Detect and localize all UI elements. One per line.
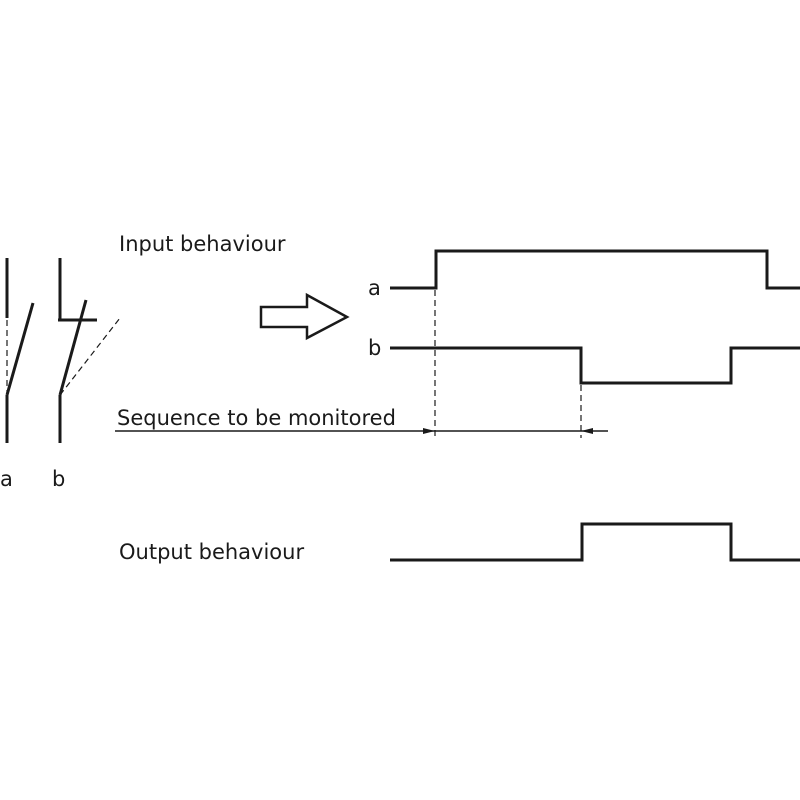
contact-b-symbol	[58, 258, 121, 443]
contact-b-label: b	[52, 467, 65, 491]
sequence-label: Sequence to be monitored	[117, 406, 396, 430]
contact-a-symbol	[5, 258, 35, 443]
contact-a-label: a	[0, 467, 13, 491]
output-behaviour-title: Output behaviour	[119, 540, 304, 564]
signal-b-label: b	[368, 336, 381, 360]
right-arrow-icon	[259, 292, 350, 341]
signal-a-label: a	[368, 276, 381, 300]
signal-b-waveform	[390, 346, 800, 385]
sequence-dimension-line	[115, 428, 608, 434]
signal-a-waveform	[390, 249, 800, 290]
output-waveform	[390, 522, 800, 562]
input-behaviour-title: Input behaviour	[119, 232, 286, 256]
